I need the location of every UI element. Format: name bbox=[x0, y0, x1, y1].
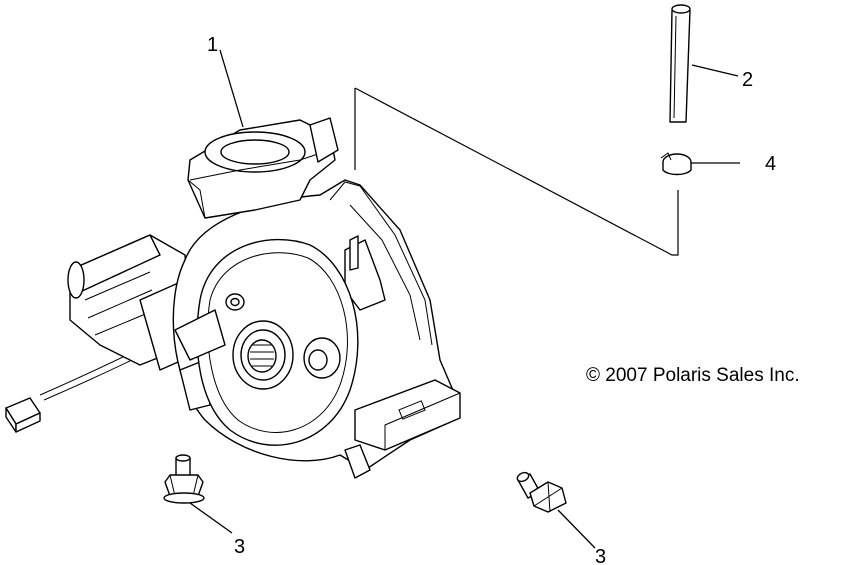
callout-3-left: 3 bbox=[234, 536, 245, 558]
reference-bracket-line bbox=[354, 87, 679, 256]
callout-2: 2 bbox=[742, 69, 753, 91]
callout-4: 4 bbox=[765, 153, 776, 175]
part-2-breather-hose bbox=[669, 4, 691, 123]
part-1-filler-fitting bbox=[187, 117, 339, 219]
part-3-bolt-left bbox=[163, 454, 205, 504]
leader-lines bbox=[189, 49, 740, 549]
callout-3-right: 3 bbox=[595, 546, 606, 565]
callout-1: 1 bbox=[207, 34, 218, 56]
connector-plug bbox=[5, 397, 41, 433]
part-4-hose-clamp bbox=[660, 152, 692, 176]
cover-plate bbox=[174, 238, 359, 446]
part-3-bolt-right bbox=[516, 471, 567, 513]
copyright-notice: © 2007 Polaris Sales Inc. bbox=[586, 365, 800, 386]
motor-actuator bbox=[67, 234, 206, 371]
